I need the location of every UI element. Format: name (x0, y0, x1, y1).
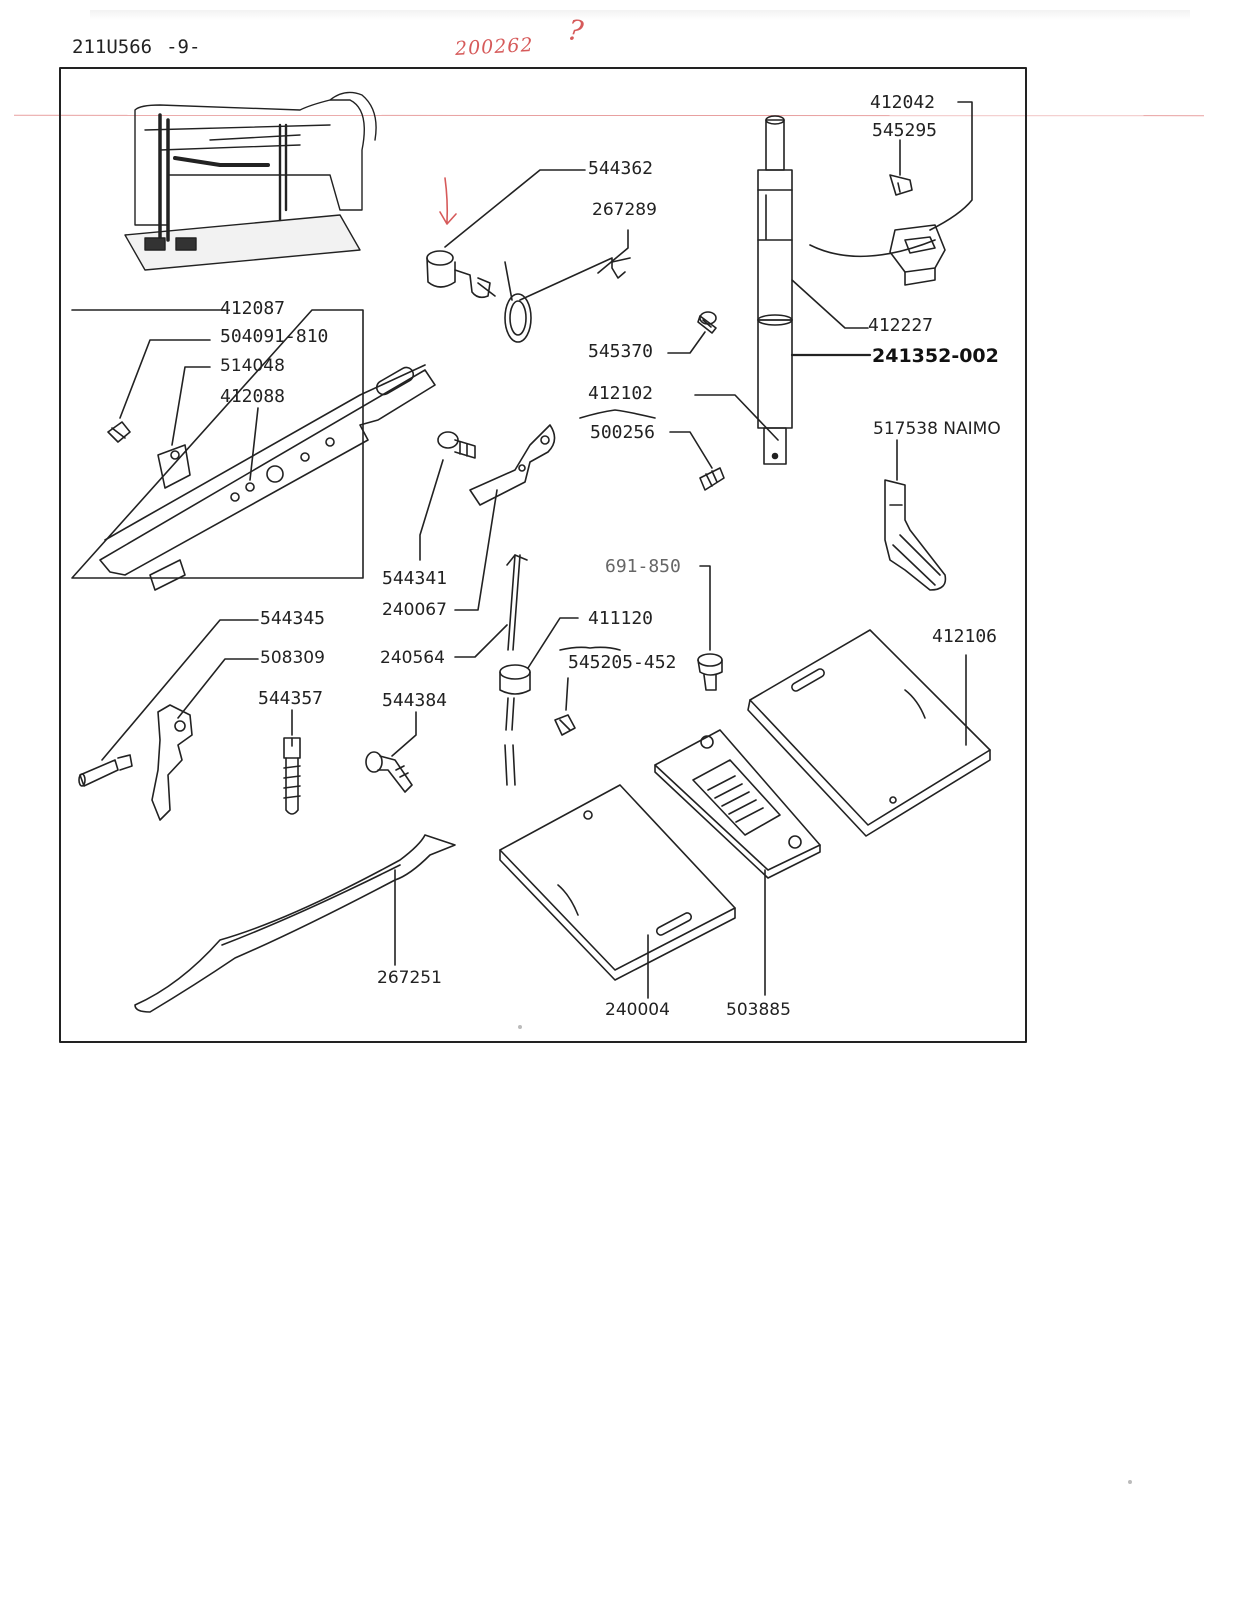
leader-504091-810 (119, 339, 211, 419)
part-label-412227: 412227 (868, 315, 934, 336)
diagram-frame (59, 67, 1027, 1043)
part-label-544362: 544362 (588, 158, 654, 179)
part-label-412088: 412088 (220, 386, 286, 407)
bracket-brace-412102 (579, 409, 656, 419)
presser-bar-guide-bracket-412042 (889, 224, 946, 286)
plate-514048 (157, 444, 191, 489)
knee-lifter-spring-267251 (134, 834, 456, 1013)
leader-412102 (694, 394, 779, 441)
screw-544341 (437, 431, 476, 459)
throat-plate-503885 (654, 729, 821, 879)
scan-speck (1128, 1480, 1132, 1484)
leader-544362 (444, 169, 586, 248)
screw-544384 (365, 751, 413, 793)
part-label-544345: 544345 (260, 608, 326, 629)
leader-545370 (667, 331, 706, 354)
part-label-514048: 514048 (220, 356, 285, 376)
leader-412227 (791, 279, 869, 329)
leader-267289 (597, 229, 629, 274)
page-number: -9- (166, 36, 201, 58)
part-label-411120: 411120 (588, 608, 654, 629)
slide-plate-240004 (499, 784, 736, 981)
leader-691-850 (699, 565, 711, 651)
screw-500256 (699, 467, 725, 491)
leader-411120 (527, 617, 579, 669)
inset-box (71, 309, 364, 579)
thread-take-up-spring-267289 (504, 257, 631, 343)
page-header: 211U566 -9- (72, 36, 200, 58)
part-label-544341: 544341 (382, 568, 448, 589)
part-label-545370: 545370 (588, 341, 654, 362)
thread-guide-arm-240067 (469, 424, 556, 506)
leader-412088 (249, 407, 259, 481)
leader-514048 (171, 366, 211, 446)
leader-544384 (391, 711, 417, 757)
screw-691-850 (697, 653, 723, 691)
screw-504091-810 (107, 421, 131, 443)
presser-bar-412227 (757, 115, 793, 465)
part-label-500256: 500256 (590, 422, 656, 443)
leader-500256 (669, 431, 713, 469)
part-label-240564: 240564 (380, 648, 445, 668)
thread-guide-knob-544362 (426, 250, 496, 299)
scan-speck (518, 1025, 522, 1029)
part-label-508309: 508309 (260, 648, 325, 668)
part-label-240067: 240067 (382, 600, 447, 620)
part-label-504091-810: 504091-810 (220, 326, 329, 347)
red-arrow-annotation (439, 177, 457, 225)
needle-bar-240564 (499, 554, 531, 786)
model-number: 211U566 (72, 36, 153, 58)
part-label-412087: 412087 (220, 298, 286, 319)
leader-240564 (454, 624, 508, 658)
bracket-brace-411120 (559, 646, 621, 651)
slide-plate-412106 (747, 629, 991, 837)
screw-545370 (697, 311, 717, 334)
scan-edge-shadow (90, 10, 1190, 20)
part-label-691-850: 691-850 (605, 556, 681, 577)
part-label-517538-naimo: 517538 NAIMO (873, 419, 1001, 439)
part-label-412106: 412106 (932, 626, 998, 647)
part-label-503885: 503885 (726, 1000, 791, 1020)
pin-544345 (78, 754, 133, 787)
needle-bar-frame-412088 (99, 364, 436, 591)
part-label-412042: 412042 (870, 92, 936, 113)
part-label-267251: 267251 (377, 968, 442, 988)
part-label-241352-002: 241352-002 (872, 345, 999, 367)
part-label-544357: 544357 (258, 688, 324, 709)
part-label-412102: 412102 (588, 383, 654, 404)
leader-544345 (101, 619, 259, 761)
part-label-267289: 267289 (592, 200, 657, 220)
sewing-machine-thumbnail-icon (124, 91, 377, 271)
part-label-544384: 544384 (382, 690, 448, 711)
screw-545205-452 (554, 714, 576, 736)
screw-545295 (889, 174, 913, 196)
part-label-545205-452: 545205-452 (568, 652, 677, 673)
leader-545205-452 (565, 677, 569, 711)
presser-foot-517538 (884, 479, 947, 591)
screw-544357 (283, 737, 301, 815)
leader-508309 (177, 658, 259, 719)
part-label-545295: 545295 (872, 120, 938, 141)
lever-508309 (151, 704, 193, 821)
leader-240067 (454, 489, 498, 611)
part-label-240004: 240004 (605, 1000, 670, 1020)
leader-412042 (809, 101, 973, 258)
leader-544341 (419, 459, 444, 561)
